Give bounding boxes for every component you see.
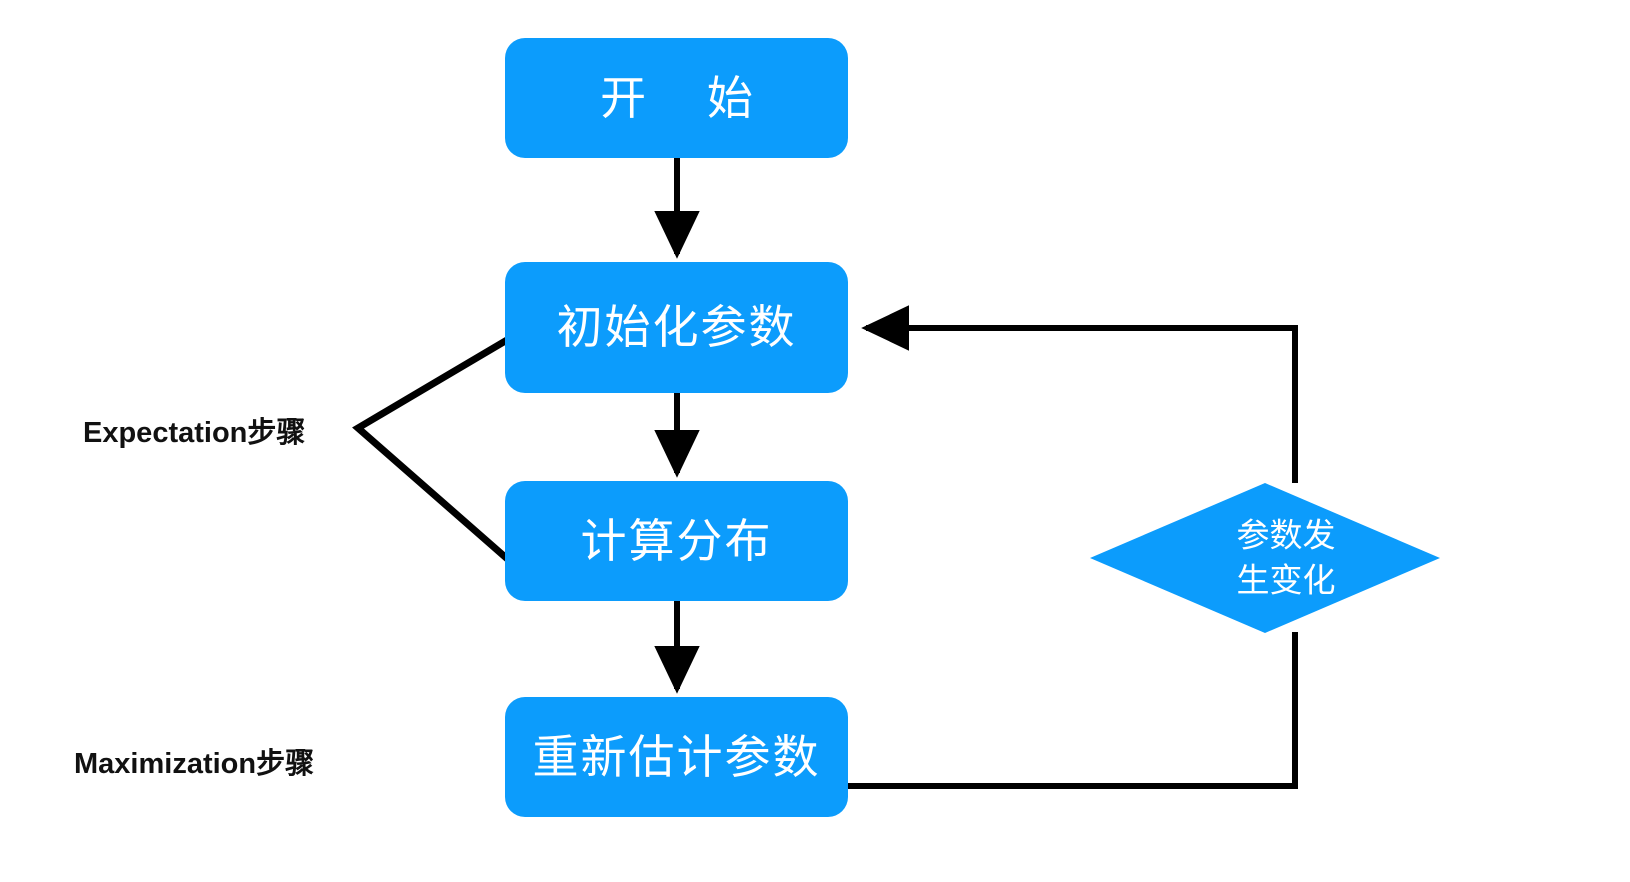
node-init-params[interactable]: 初始化参数 bbox=[505, 262, 848, 393]
label-maximization-step: Maximization步骤 bbox=[74, 748, 315, 780]
connector-reest-to-decision bbox=[848, 632, 1298, 789]
node-start[interactable]: 开 始 bbox=[505, 38, 848, 158]
node-reestimate-params-label: 重新估计参数 bbox=[532, 730, 821, 783]
node-reestimate-params[interactable]: 重新估计参数 bbox=[505, 697, 848, 817]
node-init-params-label: 初始化参数 bbox=[556, 301, 797, 354]
label-expectation-step: Expectation步骤 bbox=[83, 417, 306, 449]
node-decision-label: 参数发 生变化 bbox=[1236, 516, 1336, 598]
node-compute-distribution[interactable]: 计算分布 bbox=[505, 481, 848, 601]
connector-decision-to-init bbox=[861, 305, 1298, 483]
node-decision[interactable]: 参数发 生变化 bbox=[1090, 483, 1440, 633]
node-compute-distribution-label: 计算分布 bbox=[580, 514, 773, 567]
node-start-label: 开 始 bbox=[600, 71, 777, 124]
connector-expectation-bracket bbox=[352, 333, 515, 566]
diamond-shape-icon bbox=[1090, 483, 1440, 633]
